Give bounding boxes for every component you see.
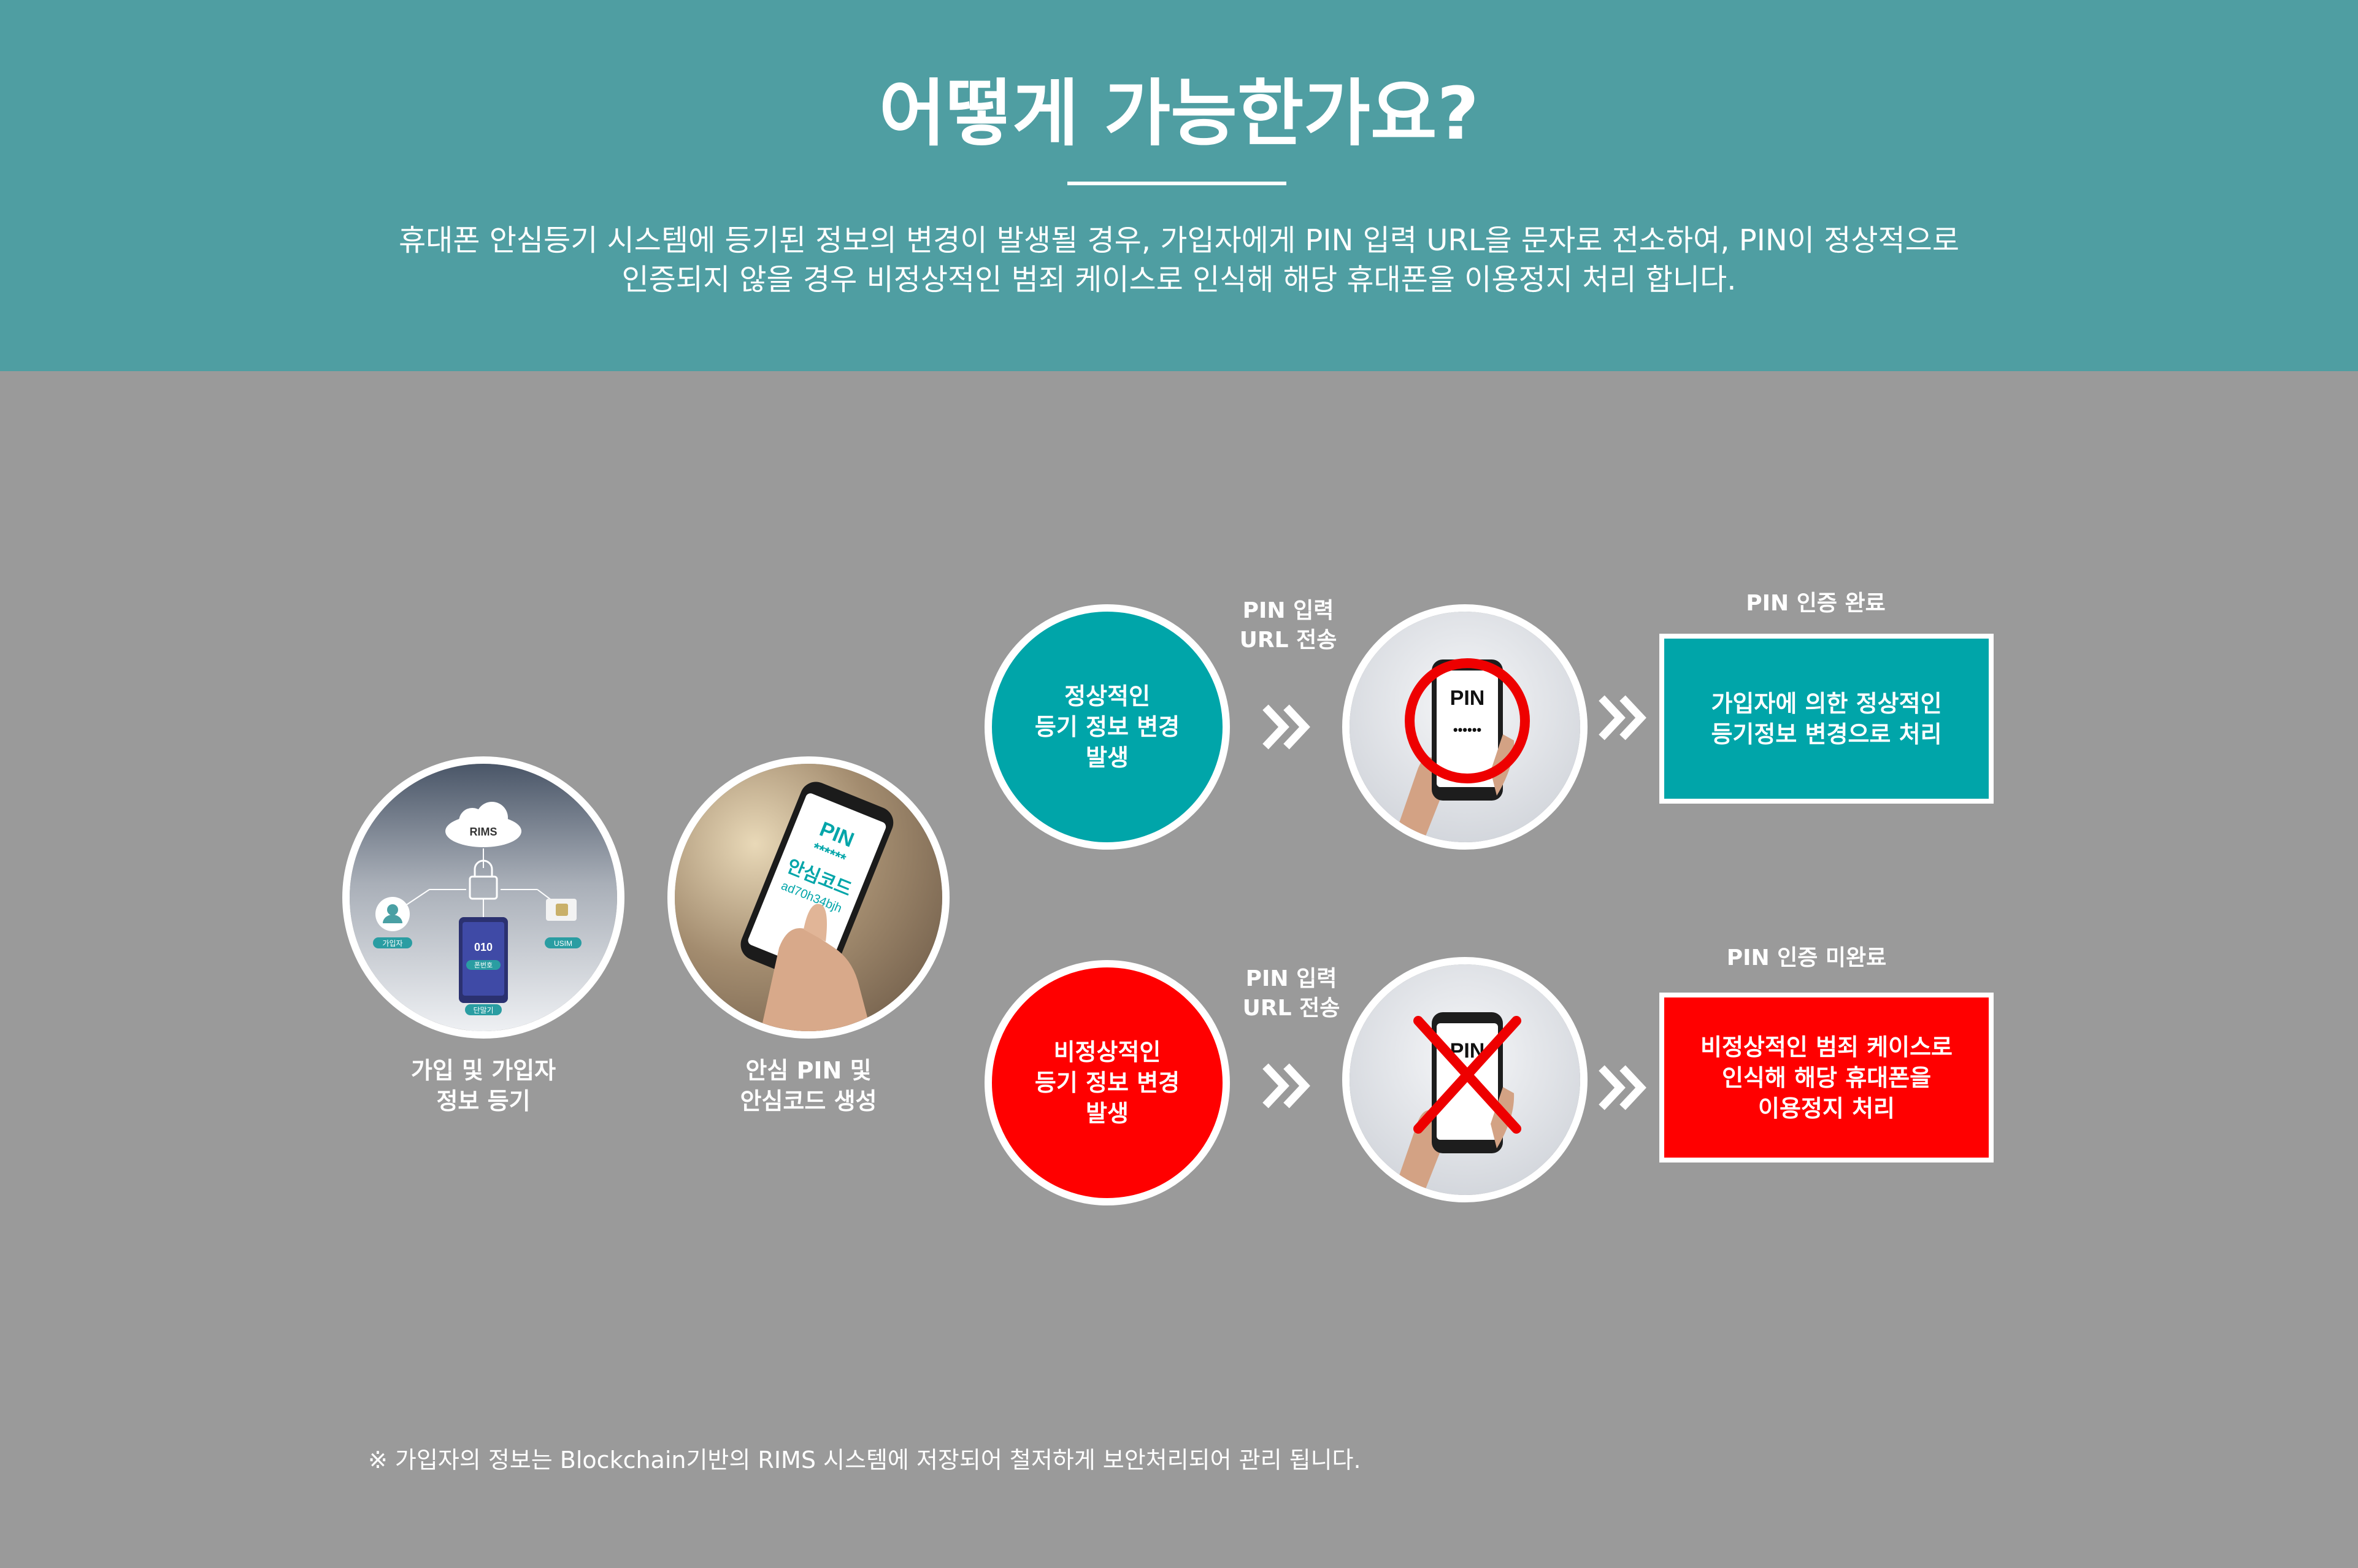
phone-number-digits: 010 <box>474 941 493 953</box>
description-line-2: 인증되지 않을 경우 비정상적인 범죄 케이스로 인식해 해당 휴대폰을 이용정… <box>621 263 1737 297</box>
page-description: 휴대폰 안심등기 시스템에 등기된 정보의 변경이 발생될 경우, 가입자에게 … <box>258 221 2100 299</box>
abnormal-change-text: 비정상적인 등기 정보 변경 발생 <box>1034 1039 1180 1127</box>
lock-icon <box>469 859 498 900</box>
abnormal-result-box: 비정상적인 범죄 케이스로 인식해 해당 휴대폰을 이용정지 처리 <box>1659 993 1994 1163</box>
normal-result-text: 가입자에 의한 정상적인 등기정보 변경으로 처리 <box>1711 690 1942 748</box>
phone-with-pin-icon: PIN ****** 안심코드 ad70h34bjh <box>675 764 942 1031</box>
step2-caption: 안심 PIN 및 안심코드 생성 <box>740 1057 877 1115</box>
step1-caption: 가입 및 가입자 정보 등기 <box>410 1057 556 1115</box>
verified-phone-pin-text: PIN <box>1450 686 1485 710</box>
pin-auth-complete-label: PIN 인증 완료 <box>1746 591 1886 616</box>
sim-card-icon <box>546 899 577 921</box>
double-chevron-right-icon <box>1599 1065 1646 1110</box>
normal-change-circle: 정상적인 등기 정보 변경 발생 <box>985 604 1230 850</box>
verified-phone-dots: •••••• <box>1453 722 1481 737</box>
page-title: 어떻게 가능한가요? <box>878 71 1479 156</box>
phone-pin-failed-icon: PIN <box>1350 964 1580 1195</box>
double-chevron-right-icon <box>1262 704 1310 750</box>
pin-auth-incomplete-label: PIN 인증 미완료 <box>1726 945 1887 970</box>
registration-illustration: RIMS 가입자 USIM <box>342 756 624 1039</box>
usim-label: USIM <box>554 939 572 948</box>
phone-pin-verified-icon: PIN •••••• <box>1350 612 1580 842</box>
abnormal-change-circle: 비정상적인 등기 정보 변경 발생 <box>985 960 1230 1205</box>
normal-change-text: 정상적인 등기 정보 변경 발생 <box>1034 683 1180 771</box>
subscriber-label: 가입자 <box>382 939 402 948</box>
cloud-icon <box>445 802 521 847</box>
header-band: 어떻게 가능한가요? 휴대폰 안심등기 시스템에 등기된 정보의 변경이 발생될… <box>0 0 2358 371</box>
normal-result-box: 가입자에 의한 정상적인 등기정보 변경으로 처리 <box>1659 634 1994 804</box>
device-label: 단말기 <box>473 1006 493 1015</box>
user-icon <box>375 897 410 931</box>
pin-failed-phone-illustration: PIN <box>1342 957 1588 1202</box>
cloud-label: RIMS <box>470 826 497 838</box>
abnormal-pin-url-label: PIN 입력 URL 전송 <box>1242 966 1340 1021</box>
pin-generation-illustration: PIN ****** 안심코드 ad70h34bjh <box>667 756 950 1039</box>
normal-pin-url-label: PIN 입력 URL 전송 <box>1239 598 1337 653</box>
footnote: ※ 가입자의 정보는 Blockchain기반의 RIMS 시스템에 저장되어 … <box>368 1447 1361 1474</box>
description-line-1: 휴대폰 안심등기 시스템에 등기된 정보의 변경이 발생될 경우, 가입자에게 … <box>399 223 1959 258</box>
rims-network-icon: RIMS 가입자 USIM <box>350 764 617 1031</box>
double-chevron-right-icon <box>1599 695 1646 740</box>
title-divider <box>1067 182 1286 185</box>
double-chevron-right-icon <box>1262 1063 1310 1109</box>
pin-verified-phone-illustration: PIN •••••• <box>1342 604 1588 850</box>
phone-number-label: 폰번호 <box>474 961 493 969</box>
verified-circle-mark <box>1405 658 1530 783</box>
hand-shape <box>761 928 871 1031</box>
abnormal-result-text: 비정상적인 범죄 케이스로 인식해 해당 휴대폰을 이용정지 처리 <box>1700 1033 1953 1122</box>
x-mark-icon <box>1413 1016 1521 1134</box>
